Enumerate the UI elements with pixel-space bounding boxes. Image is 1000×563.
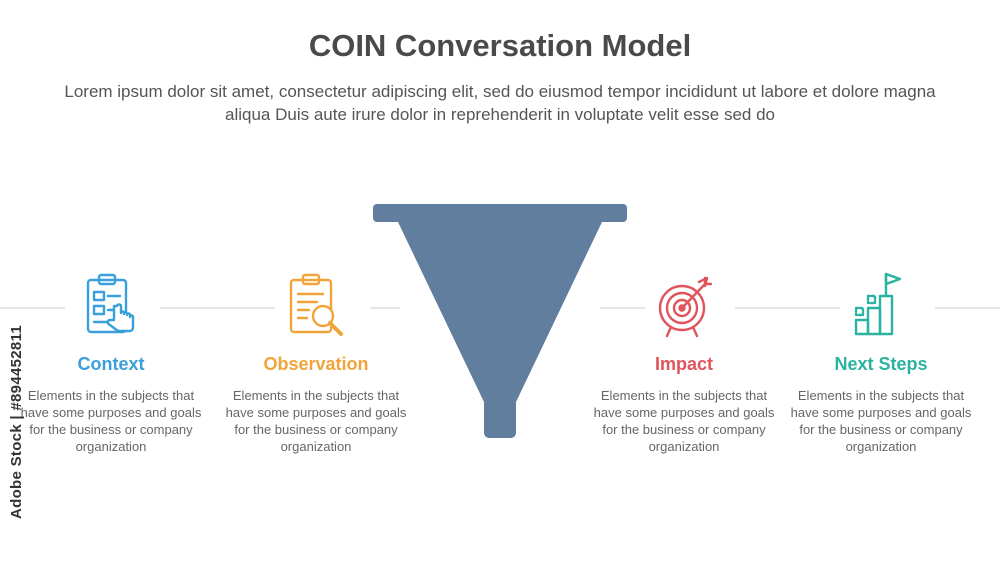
step-description: Elements in the subjects that have some … [790,388,972,454]
clipboard-magnifier-icon [281,270,351,342]
connector-line [370,307,400,309]
connector-line [600,307,645,309]
step-label: Observation [263,354,369,374]
steps-flag-icon [846,270,916,342]
step-next-steps: Next Steps Elements in the subjects that… [786,270,976,455]
step-impact: Impact Elements in the subjects that hav… [589,270,779,455]
stock-watermark: Adobe Stock | #894452811 [8,325,25,520]
step-label: Context [77,354,145,374]
step-observation: Observation Elements in the subjects tha… [221,270,411,455]
step-description: Elements in the subjects that have some … [225,388,407,454]
step-description: Elements in the subjects that have some … [593,388,775,454]
connector-line [735,307,840,309]
connector-line [935,307,1000,309]
page-title: COIN Conversation Model [308,28,692,63]
connector-line [160,307,275,309]
step-context: Context Elements in the subjects that ha… [16,270,206,455]
funnel-icon [373,204,627,438]
clipboard-hand-icon [76,270,146,342]
step-description: Elements in the subjects that have some … [20,388,202,454]
target-arrow-icon [649,270,719,342]
step-label: Impact [654,354,714,374]
page-subtitle: Lorem ipsum dolor sit amet, consectetur … [64,82,936,124]
connector-line [0,307,65,309]
step-label: Next Steps [834,354,928,374]
